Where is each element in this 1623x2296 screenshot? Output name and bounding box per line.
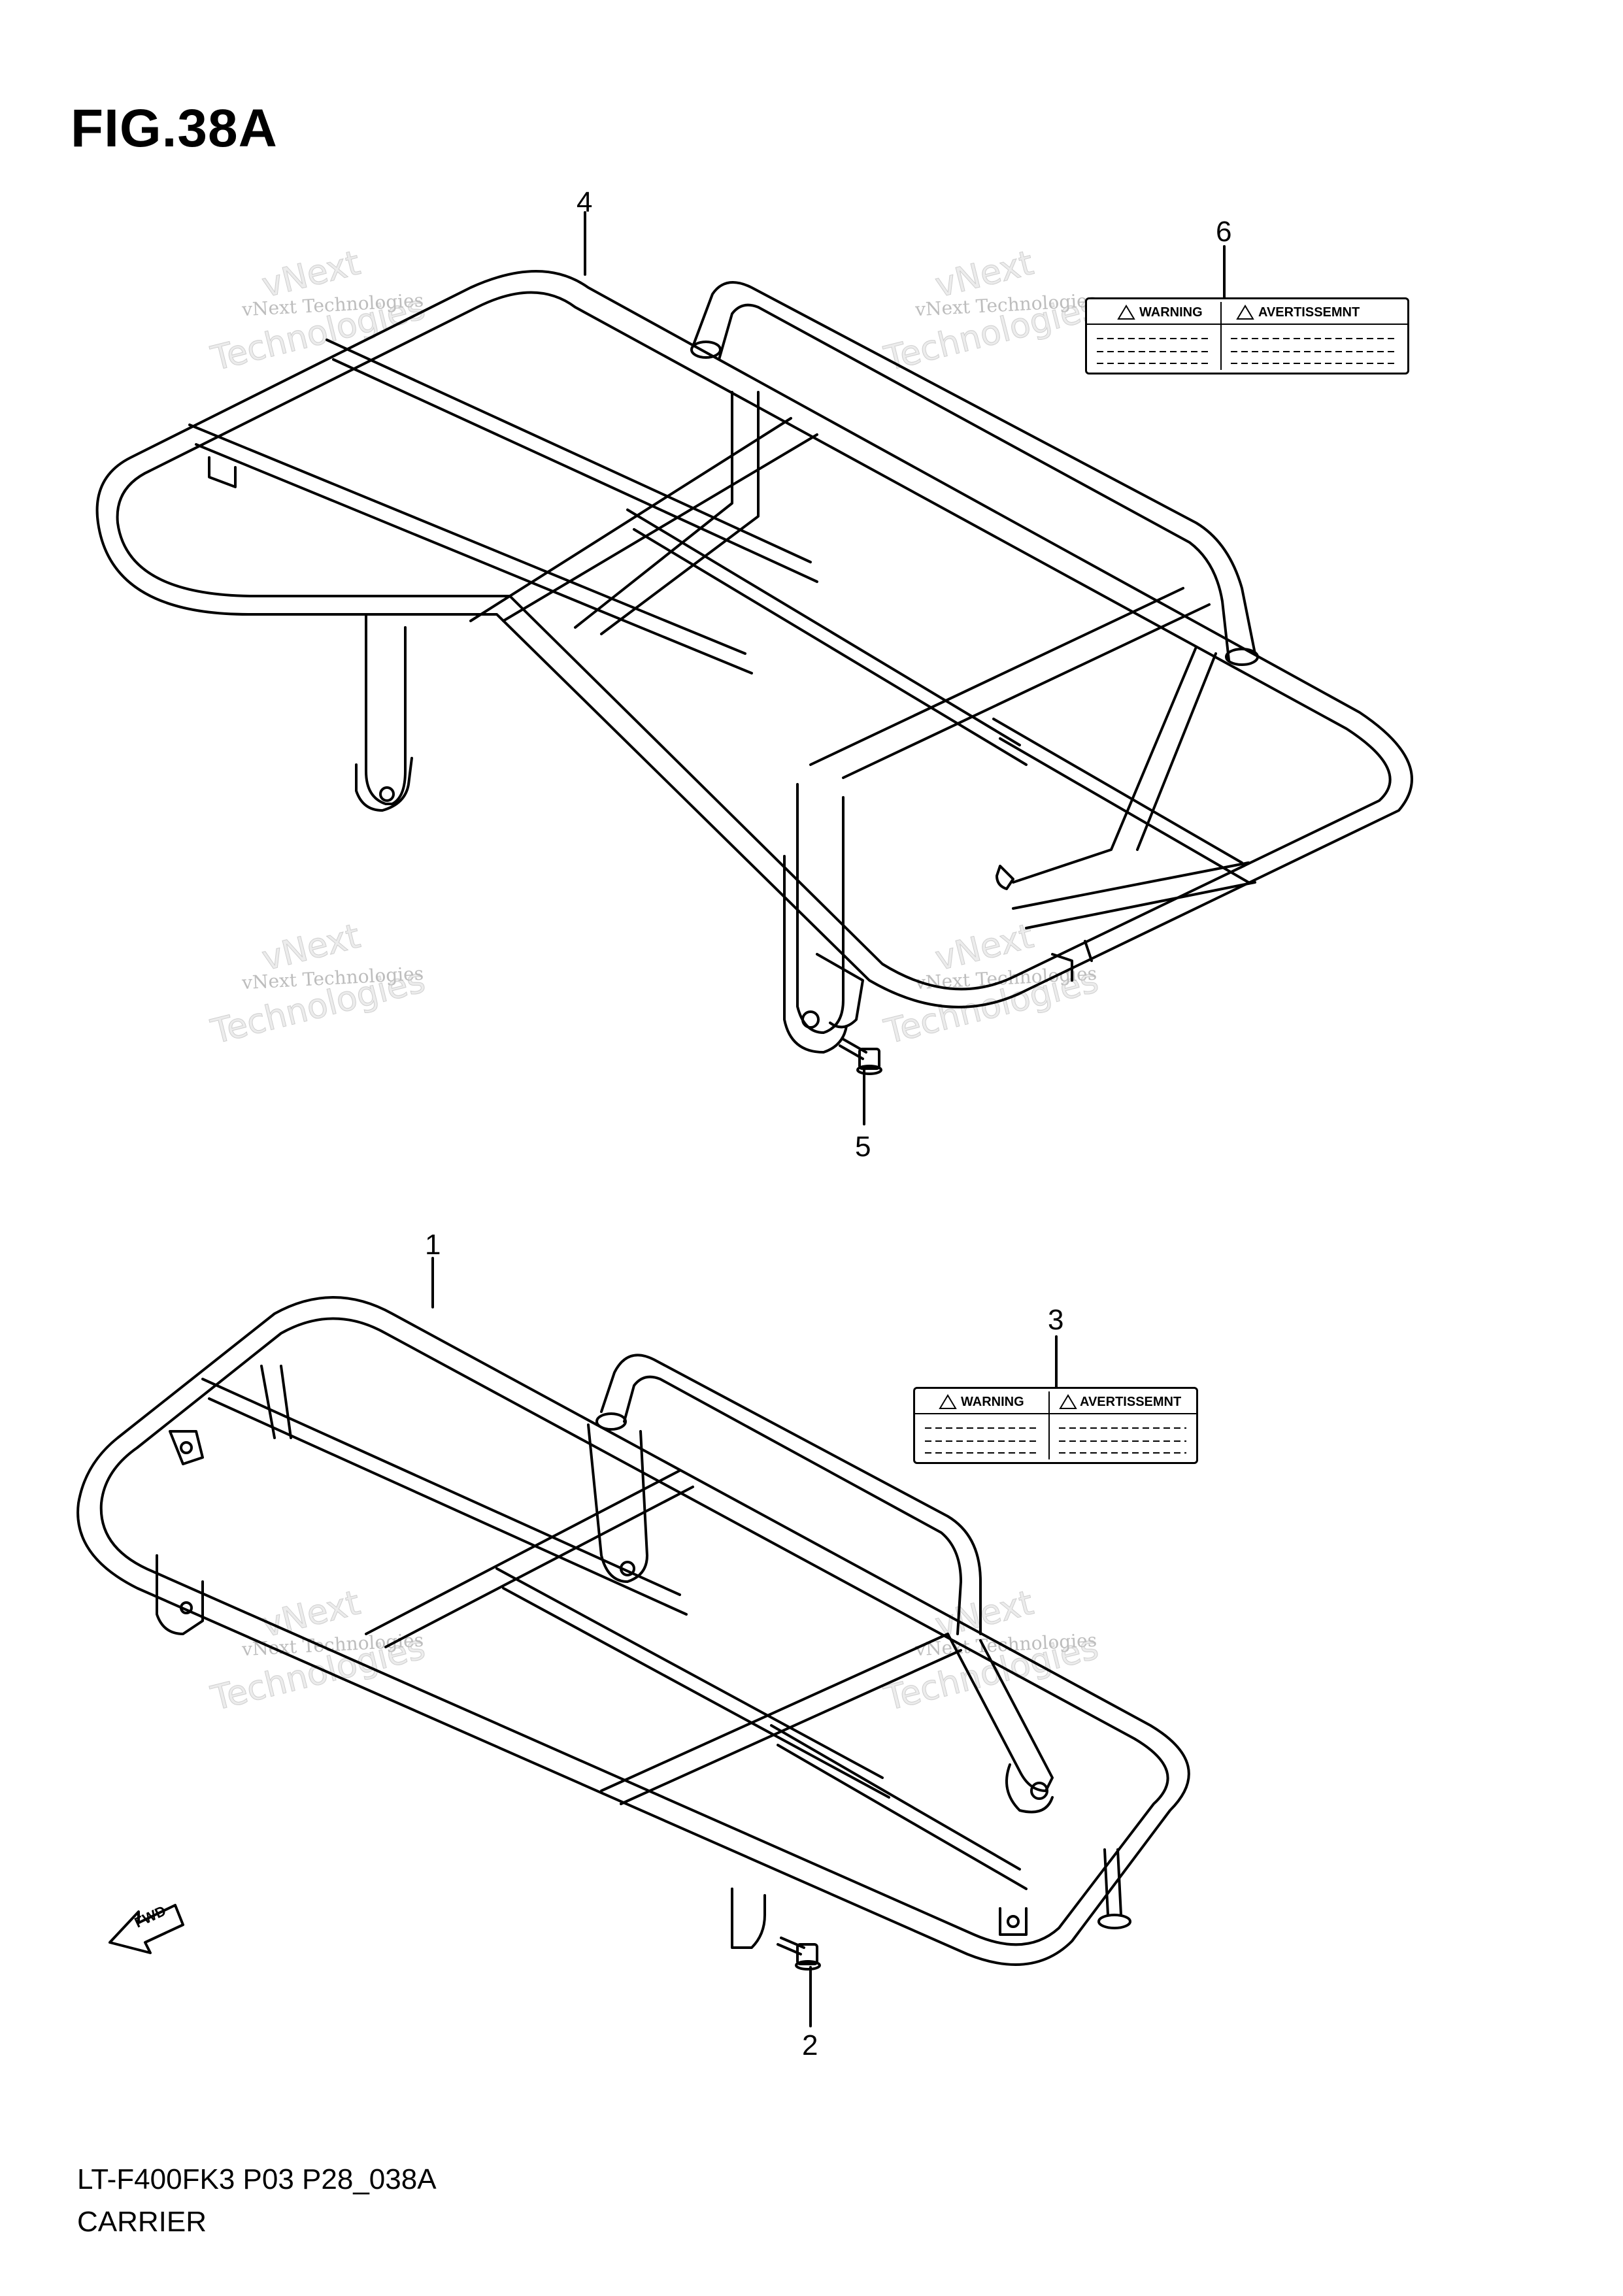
warning-triangle-icon [1059,1394,1077,1409]
label-lines [1087,302,1407,370]
callout-part1[interactable]: 1 [425,1229,441,1261]
rear-carrier-upper [95,270,1413,1054]
model-code: LT-F400FK3 P03 P28_038A [77,2163,437,2195]
warning-triangle-icon [1236,305,1254,320]
callout-part2[interactable]: 2 [802,2029,818,2061]
fwd-arrow-icon [109,1904,184,1954]
warning-triangle-icon [939,1394,957,1409]
figure-title: FIG.38A [71,99,278,158]
bolt-2 [777,1937,821,1971]
warning-label-part6: WARNING AVERTISSEMNT [1085,297,1409,374]
rear-carrier-lower [76,1296,1190,1966]
label-avertissement-text: AVERTISSEMNT [1258,305,1360,320]
callout-part3[interactable]: 3 [1048,1304,1064,1336]
callout-part4[interactable]: 4 [577,186,593,218]
callout-part6[interactable]: 6 [1216,216,1232,248]
warning-label-part3: WARNING AVERTISSEMNT [913,1387,1198,1464]
label-avertissement-text: AVERTISSEMNT [1080,1395,1182,1409]
label-lines [915,1391,1196,1459]
label-warning-text: WARNING [1139,305,1203,320]
bolt-5 [839,1038,882,1075]
section-name: CARRIER [77,2206,207,2238]
callout-part5[interactable]: 5 [855,1131,871,1163]
label-warning-text: WARNING [961,1395,1024,1409]
warning-triangle-icon [1117,305,1135,320]
